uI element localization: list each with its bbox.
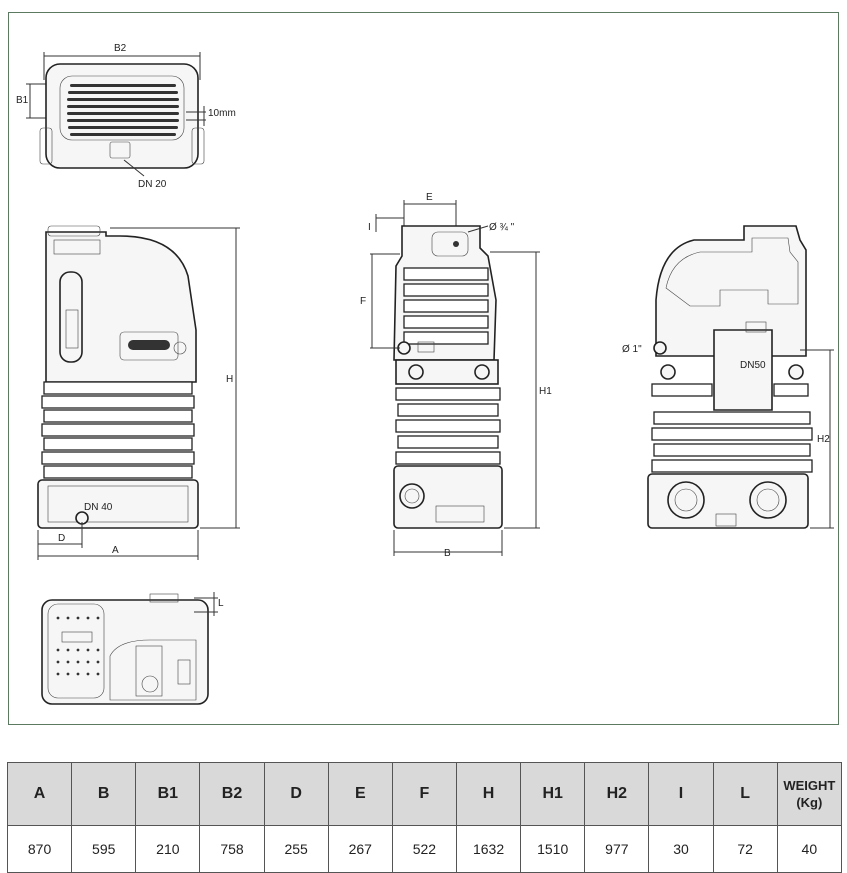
rear-ribs: [651, 383, 813, 473]
header-cell-h1: H1: [520, 762, 586, 826]
dim-i-label: I: [368, 222, 371, 233]
dim-b-label: B: [444, 548, 451, 559]
weight-header-line1: WEIGHT: [783, 778, 836, 793]
dim-a-label: A: [112, 545, 119, 556]
pipe-1-label: Ø 1": [622, 344, 642, 355]
value-cell-f: 522: [391, 825, 457, 873]
value-cell-b1: 210: [135, 825, 201, 873]
dimensions-table: A B B1 B2 D E F H H1 H2 I L WEIGHT (Kg) 8…: [6, 762, 843, 873]
dn20-label: DN 20: [138, 179, 167, 190]
dim-d-label: D: [58, 533, 65, 544]
header-cell-i: I: [648, 762, 714, 826]
dim-b2-label: B2: [114, 43, 127, 54]
value-cell-a: 870: [6, 825, 73, 873]
dn50-label: DN50: [740, 360, 766, 371]
technical-drawing: B2 B1 10mm DN 20: [16, 43, 834, 705]
value-cell-h1: 1510: [520, 825, 586, 873]
side-ribs: [395, 387, 501, 465]
bottom-dot-grid: [56, 616, 100, 676]
header-cell-weight: WEIGHT (Kg): [776, 762, 843, 826]
dim-e-label: E: [426, 192, 433, 203]
technical-drawing-frame: [8, 12, 839, 725]
header-cell-b1: B1: [135, 762, 201, 826]
dim-f-label: F: [360, 296, 366, 307]
value-cell-e: 267: [327, 825, 393, 873]
header-cell-h2: H2: [584, 762, 650, 826]
value-cell-h2: 977: [584, 825, 650, 873]
dim-h2-label: H2: [817, 434, 830, 445]
dim-10mm-label: 10mm: [208, 108, 236, 119]
value-cell-h: 1632: [455, 825, 522, 873]
value-cell-i: 30: [648, 825, 714, 873]
table-header-row: A B B1 B2 D E F H H1 H2 I L WEIGHT (Kg): [6, 762, 843, 826]
pipe-34-label: Ø ¾ ": [489, 222, 515, 233]
weight-header-line2: (Kg): [796, 795, 823, 810]
table-row: 870 595 210 758 255 267 522 1632 1510 97…: [6, 825, 843, 873]
top-view: B2 B1 10mm DN 20: [16, 43, 236, 190]
value-cell-weight: 40: [776, 825, 843, 873]
dn40-label: DN 40: [84, 502, 113, 513]
front-ribs: [41, 381, 195, 479]
front-view: DN 40 H D A: [37, 225, 240, 560]
value-cell-l: 72: [712, 825, 778, 873]
rear-view: DN50 Ø 1" H2: [622, 225, 834, 529]
header-cell-d: D: [263, 762, 329, 826]
dim-h-label: H: [226, 374, 233, 385]
side-view: E I Ø ¾ ": [360, 192, 552, 559]
header-cell-b: B: [71, 762, 137, 826]
dim-l-label: L: [218, 598, 224, 609]
dim-b1-label: B1: [16, 95, 29, 106]
value-cell-b2: 758: [199, 825, 265, 873]
header-cell-b2: B2: [199, 762, 265, 826]
header-cell-h: H: [455, 762, 522, 826]
header-cell-e: E: [327, 762, 393, 826]
header-cell-a: A: [6, 762, 73, 826]
header-cell-l: L: [712, 762, 778, 826]
value-cell-b: 595: [71, 825, 137, 873]
dim-h1-label: H1: [539, 386, 552, 397]
header-cell-f: F: [391, 762, 457, 826]
value-cell-d: 255: [263, 825, 329, 873]
bottom-view: L: [41, 592, 224, 705]
side-vents: [403, 267, 489, 345]
top-vent-slots: [67, 84, 179, 136]
